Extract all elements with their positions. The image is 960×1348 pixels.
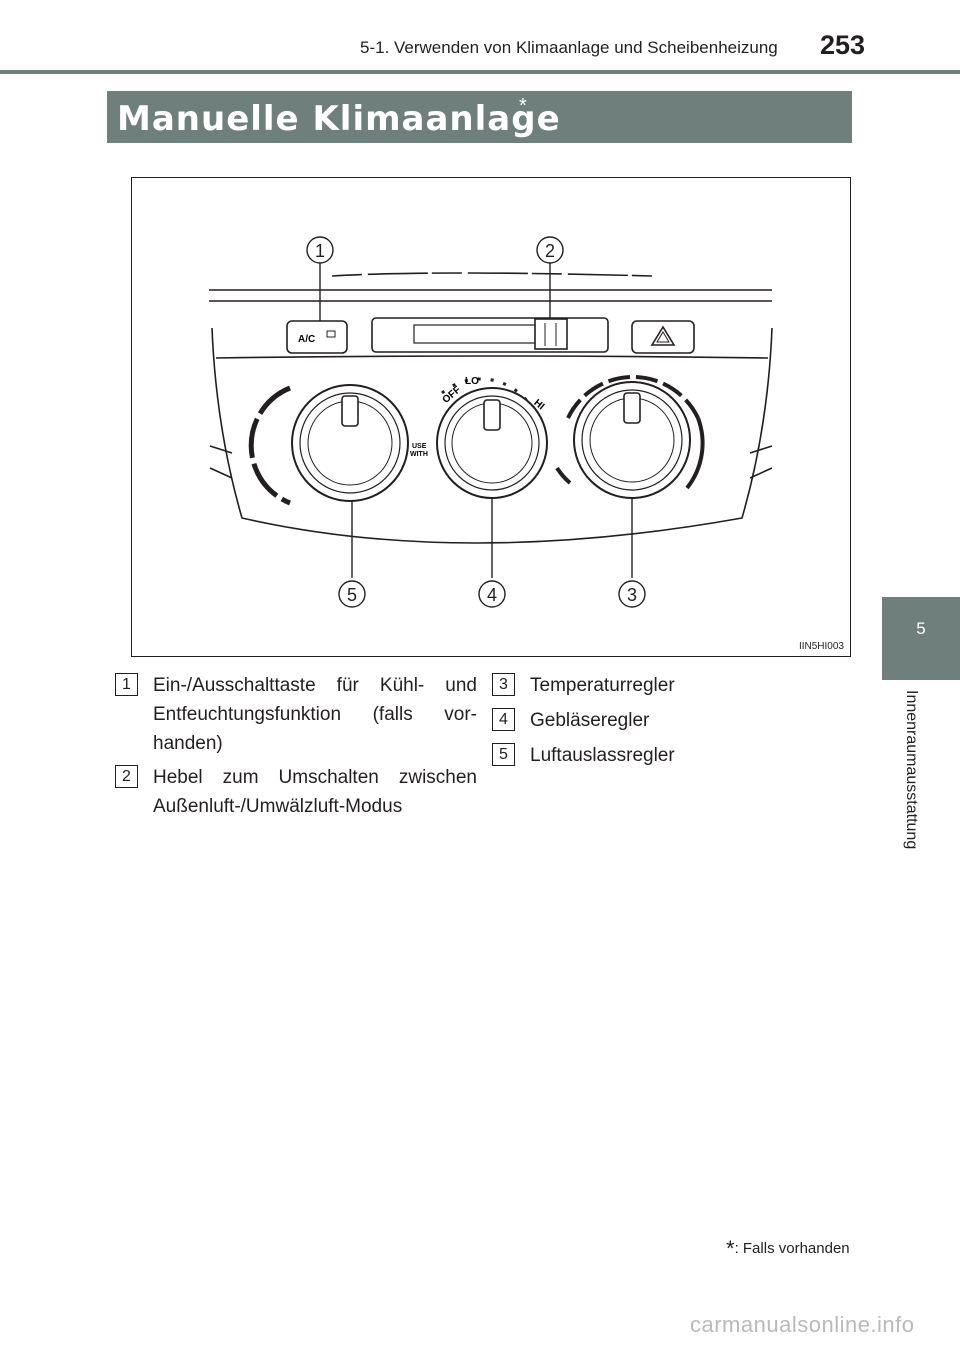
temperature-knob[interactable] — [573, 381, 691, 499]
item-number: 2 — [115, 765, 138, 788]
callout-1: 1 — [315, 241, 325, 261]
footnote-text: : Falls vorhanden — [734, 1240, 850, 1257]
callout-5: 5 — [347, 585, 357, 605]
ac-button-label: A/C — [298, 334, 315, 345]
chapter-label: Innenraumausstattung — [903, 690, 920, 850]
figure-code: IIN5HI003 — [798, 641, 844, 652]
item-text: Luftauslassregler — [530, 745, 675, 766]
callout-2: 2 — [545, 241, 555, 261]
climate-control-figure: A/C — [131, 177, 851, 657]
use-label: USE — [412, 443, 427, 450]
page-number: 253 — [820, 30, 866, 60]
airflow-knob[interactable] — [291, 384, 409, 502]
running-header: 5-1. Verwenden von Klimaanlage und Schei… — [360, 38, 778, 57]
list-item: 3 Temperaturregler — [492, 671, 852, 700]
with-label: WITH — [410, 451, 428, 458]
optional-marker-icon: * — [519, 95, 527, 117]
callout-3: 3 — [627, 585, 637, 605]
footnote: *: Falls vorhanden — [726, 1236, 850, 1262]
list-item: 2 Hebel zum Umschalten zwischen Außenluf… — [115, 763, 477, 821]
item-number: 4 — [492, 708, 515, 731]
hazard-button[interactable] — [631, 320, 695, 354]
fan-speed-knob[interactable] — [436, 387, 548, 499]
item-text: Temperaturregler — [530, 675, 675, 696]
item-text: Ein-/Ausschalttaste für Kühl- und Entfeu… — [153, 675, 477, 754]
item-number: 1 — [115, 673, 138, 696]
asterisk-icon: * — [726, 1236, 735, 1261]
chapter-tab[interactable]: 5 — [882, 597, 960, 680]
fan-lo-label: LO — [465, 376, 479, 387]
recirculation-lever[interactable] — [371, 317, 609, 353]
item-number: 5 — [492, 743, 515, 766]
header-rule — [0, 70, 960, 74]
list-item: 4 Gebläseregler — [492, 706, 852, 735]
climate-panel-illustration: A/C — [209, 236, 773, 608]
list-item: 1 Ein-/Ausschalttaste für Kühl- und Entf… — [115, 671, 477, 758]
section-title-bar: Manuelle Klimaanlage * — [107, 91, 852, 143]
item-text: Hebel zum Umschalten zwischen Außenluft-… — [153, 767, 477, 817]
callout-4: 4 — [487, 585, 497, 605]
watermark: carmanualsonline.info — [690, 1312, 915, 1337]
ac-button[interactable]: A/C — [286, 320, 348, 354]
item-text: Gebläseregler — [530, 710, 650, 731]
item-number: 3 — [492, 673, 515, 696]
list-item: 5 Luftauslassregler — [492, 741, 852, 770]
chapter-number: 5 — [916, 619, 926, 638]
section-title: Manuelle Klimaanlage — [117, 99, 561, 139]
